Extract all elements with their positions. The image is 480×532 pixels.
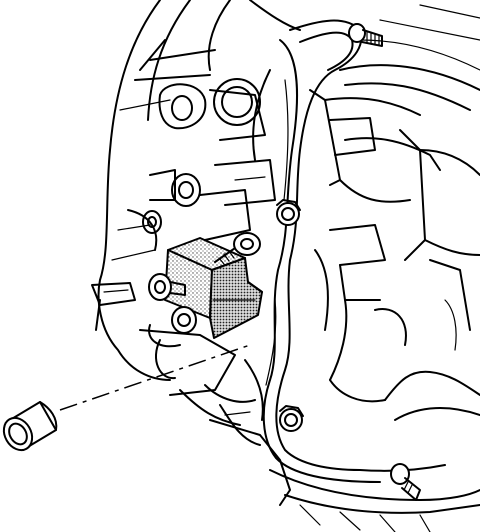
sensor-seal-plug <box>2 401 58 452</box>
converter-housing <box>309 4 480 421</box>
sensor-bracket <box>164 237 263 339</box>
flange-bolt-lower <box>279 405 304 432</box>
case-bosses <box>142 78 261 234</box>
flange-bolt-middle <box>276 199 301 226</box>
sensor-bracket-bolt-left <box>148 273 186 301</box>
oil-pan-area <box>209 419 480 532</box>
transmission-case <box>91 0 301 446</box>
flange-bolt-bottom <box>390 463 421 501</box>
flange-bolt-top <box>348 23 383 47</box>
sensor-bracket-bolt-lower <box>148 306 197 348</box>
sensor-bracket-bolt-upper <box>214 232 261 265</box>
